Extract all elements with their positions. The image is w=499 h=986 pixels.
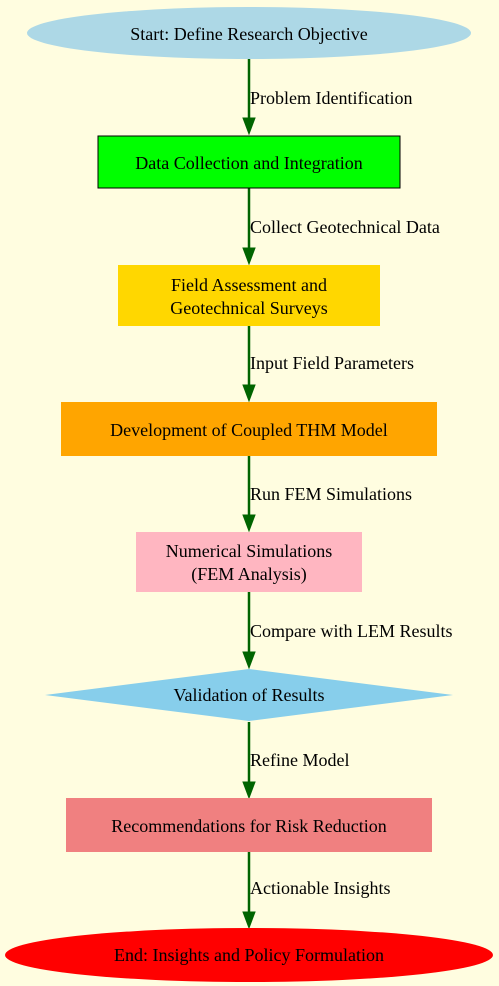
edge-label-run-fem-simulations: Run FEM Simulations [250,484,412,504]
node-numerical-simulations-label-line1: Numerical Simulations [166,541,332,561]
edge-field-assessment-to-thm-model [242,326,256,403]
node-end-label: End: Insights and Policy Formulation [114,945,384,965]
edge-label-refine-model: Refine Model [250,750,349,770]
edge-label-actionable-insights: Actionable Insights [250,878,390,898]
node-recommendations-label: Recommendations for Risk Reduction [111,816,386,836]
edge-thm-model-to-numerical-simulations [242,456,256,533]
node-field-assessment-label-line1: Field Assessment and [171,275,327,295]
node-thm-model-shape [61,402,437,456]
edge-start-to-data-collection [242,58,256,136]
node-end: End: Insights and Policy Formulation [5,928,493,982]
node-thm-model-label: Development of Coupled THM Model [110,420,388,440]
node-validation-shape [45,669,453,721]
edge-validation-to-recommendations [242,722,256,800]
edge-label-input-field-parameters: Input Field Parameters [250,353,414,373]
node-validation: Validation of Results [45,669,453,721]
node-numerical-simulations-shape [136,532,362,592]
node-data-collection-label: Data Collection and Integration [135,153,362,173]
node-field-assessment-shape [118,265,380,326]
node-end-shape [5,928,493,982]
node-numerical-simulations-label-line2: (FEM Analysis) [191,564,307,585]
node-field-assessment-label-line2: Geotechnical Surveys [170,298,327,318]
node-start: Start: Define Research Objective [27,7,471,59]
node-start-shape [27,7,471,59]
edge-label-problem-identification: Problem Identification [250,88,412,108]
edge-label-compare-with-lem-results: Compare with LEM Results [250,621,452,641]
node-start-label: Start: Define Research Objective [130,24,367,44]
node-data-collection-shape [97,135,401,189]
edge-recommendations-to-end [242,852,256,930]
edge-label-collect-geotechnical-data: Collect Geotechnical Data [250,217,440,237]
node-thm-model: Development of Coupled THM Model [61,402,437,456]
node-data-collection: Data Collection and Integration [97,135,401,189]
node-recommendations: Recommendations for Risk Reduction [66,798,432,852]
edge-numerical-simulations-to-validation [242,592,256,670]
node-field-assessment: Field Assessment and Geotechnical Survey… [118,265,380,326]
node-recommendations-shape [66,798,432,852]
node-validation-label: Validation of Results [174,685,325,705]
node-numerical-simulations: Numerical Simulations (FEM Analysis) [136,532,362,592]
edge-data-collection-to-field-assessment [242,188,256,266]
